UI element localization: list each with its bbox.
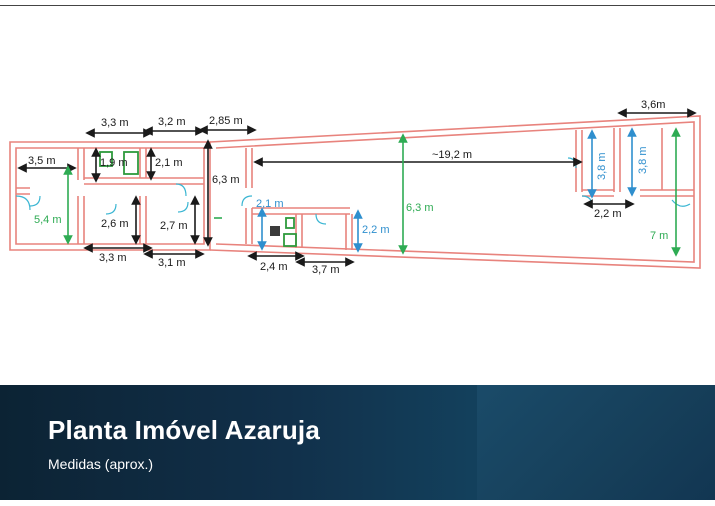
label-19-2: ~19,2 m: [432, 149, 472, 161]
door-4: [175, 183, 187, 197]
label-2-7: 2,7 m: [160, 220, 188, 232]
partition-15: [640, 189, 694, 197]
shower-fixture-2: [283, 233, 297, 247]
partition-14: [582, 189, 614, 197]
door-2: [29, 195, 41, 207]
slide-subtitle: Medidas (aprox.): [48, 456, 154, 472]
outer-wall-right: [209, 115, 701, 269]
partition-5: [139, 196, 147, 244]
label-7: 7 m: [650, 230, 668, 242]
door-7: [315, 213, 327, 225]
label-3-1: 3,1 m: [158, 257, 186, 269]
label-2-4: 2,4 m: [260, 261, 288, 273]
label-1-9: 1,9 m: [100, 157, 128, 169]
label-2-6: 2,6 m: [101, 218, 129, 230]
label-3-6: 3,6m: [641, 99, 665, 111]
partition-9: [252, 207, 350, 215]
label-6-3-black: 6,3 m: [212, 174, 240, 186]
label-2-1-blue: 2,1 m: [256, 198, 284, 210]
inner-wall-right: [215, 121, 695, 263]
partition-4: [139, 148, 147, 178]
partition-13: [613, 128, 621, 192]
dimension-lines-black: [17, 108, 697, 267]
sink-fixture: [270, 226, 280, 236]
partition-8: [245, 208, 253, 244]
partition-1: [77, 148, 85, 180]
door-10: [671, 199, 691, 207]
label-3-7: 3,7 m: [312, 264, 340, 276]
label-3-5: 3,5 m: [28, 155, 56, 167]
partition-2: [77, 196, 85, 244]
label-3-8-b: 3,8 m: [637, 146, 649, 174]
top-border: [0, 5, 715, 6]
door-5: [177, 201, 189, 213]
label-3-3-bottom: 3,3 m: [99, 252, 127, 264]
partition-11: [345, 214, 353, 250]
label-3-2-top: 3,2 m: [158, 116, 186, 128]
floor-plan: 3,3 m 3,2 m 2,85 m 3,6m 3,5 m 1,9 m 2,1 …: [9, 99, 701, 276]
labels-blue: 2,1 m 2,2 m 3,8 m 3,8 m: [256, 146, 649, 236]
labels-green: 5,4 m 6,3 m 7 m: [34, 202, 668, 242]
label-2-2-blue: 2,2 m: [362, 224, 390, 236]
title-banner: Planta Imóvel Azaruja Medidas (aprox.): [0, 385, 715, 500]
label-2-1-bath: 2,1 m: [155, 157, 183, 169]
fixtures: [99, 151, 297, 247]
walls: [9, 115, 701, 269]
label-3-8-a: 3,8 m: [596, 152, 608, 180]
slide-title: Planta Imóvel Azaruja: [48, 415, 320, 445]
shower-fixture-1: [123, 151, 139, 175]
label-5-4: 5,4 m: [34, 214, 62, 226]
partition-12: [575, 130, 583, 192]
partition-3: [84, 177, 204, 185]
label-6-3-green: 6,3 m: [406, 202, 434, 214]
partition-7: [245, 148, 253, 188]
door-1: [15, 195, 31, 211]
door-6: [241, 195, 253, 207]
door-8: [567, 157, 577, 169]
partition-6: [16, 187, 30, 195]
banner-right-panel: [477, 385, 715, 500]
label-2-85: 2,85 m: [209, 115, 243, 127]
door-3: [105, 203, 117, 215]
labels-black: 3,3 m 3,2 m 2,85 m 3,6m 3,5 m 1,9 m 2,1 …: [28, 99, 665, 276]
dimension-lines-green: [63, 127, 681, 257]
label-2-2-black: 2,2 m: [594, 208, 622, 220]
label-3-3-top: 3,3 m: [101, 117, 129, 129]
toilet-fixture-2: [285, 217, 295, 229]
dimension-lines-blue: [257, 127, 637, 253]
